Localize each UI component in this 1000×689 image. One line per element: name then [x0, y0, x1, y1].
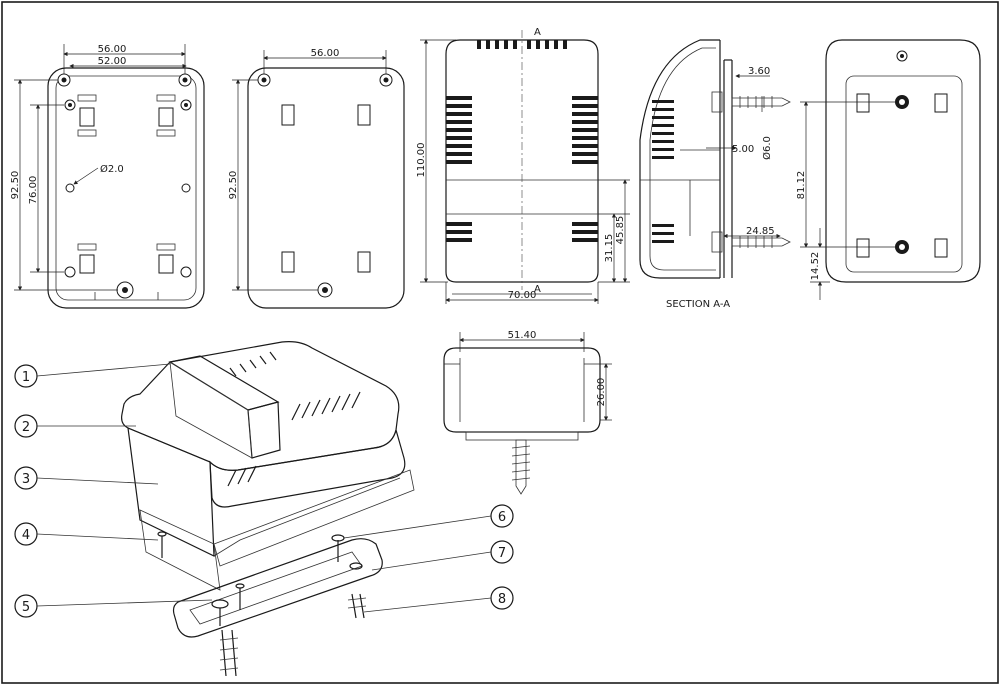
dim-lid-height: 92.50	[228, 171, 239, 200]
dim-lid-width: 56.00	[311, 48, 340, 59]
view-top-lid: 56.00 92.50	[228, 48, 405, 309]
callout-2: 2	[14, 414, 136, 438]
section-label: SECTION A-A	[666, 299, 730, 310]
dim-wall-thickness: 3.60	[748, 66, 770, 77]
dim-front-lower-height: 31.15	[604, 234, 615, 263]
callout-6: 6	[343, 504, 514, 539]
svg-text:3: 3	[22, 472, 30, 487]
dim-screw-diameter: Ø6.0	[761, 136, 773, 160]
dim-front-mid-height: 45.85	[615, 216, 626, 245]
dim-rear-screw-spacing: 81.12	[796, 171, 807, 200]
callout-5: 5	[14, 594, 213, 618]
dim-screw-length: 24.85	[746, 226, 775, 237]
svg-text:6: 6	[498, 510, 506, 525]
dim-base-width-outer: 56.00	[98, 44, 127, 55]
dim-base-height-outer: 92.50	[10, 171, 21, 200]
view-bottom-base: 56.00 52.00 92.50 76.00 Ø2.0	[10, 44, 205, 309]
callout-4: 4	[14, 522, 159, 546]
svg-text:7: 7	[498, 546, 506, 561]
dim-side-height: 26.00	[596, 378, 607, 407]
dim-front-width: 70.00	[508, 290, 537, 301]
svg-text:1: 1	[22, 370, 30, 385]
view-side: 51.40 26.00	[443, 330, 612, 495]
section-mark-bottom: A	[534, 284, 541, 295]
dim-offset: 5.00	[732, 144, 754, 155]
dim-front-height: 110.00	[416, 143, 427, 178]
callout-7: 7	[371, 540, 514, 571]
callout-8: 8	[363, 586, 514, 613]
svg-text:8: 8	[498, 592, 506, 607]
svg-text:2: 2	[22, 420, 30, 435]
view-rear: 81.12 14.52	[796, 39, 981, 300]
svg-text:5: 5	[22, 600, 30, 615]
section-mark-top: A	[534, 27, 541, 38]
callouts: 1 2 3 4 5 6 7	[14, 363, 514, 618]
dim-base-width-inner: 52.00	[98, 56, 127, 67]
svg-text:4: 4	[22, 528, 30, 543]
dim-rear-bottom-offset: 14.52	[810, 252, 821, 281]
dim-side-width: 51.40	[508, 330, 537, 341]
dim-hole-diameter: Ø2.0	[100, 163, 124, 175]
view-section: 3.60 Ø6.0 5.00 24.85 SECTION A-A	[639, 39, 791, 310]
callout-3: 3	[14, 466, 159, 490]
view-front: A A 110.00 31.15 45.85 70.00	[416, 27, 630, 304]
dim-base-height-inner: 76.00	[28, 176, 39, 205]
view-exploded-assembly	[121, 341, 415, 677]
callout-1: 1	[14, 363, 171, 388]
